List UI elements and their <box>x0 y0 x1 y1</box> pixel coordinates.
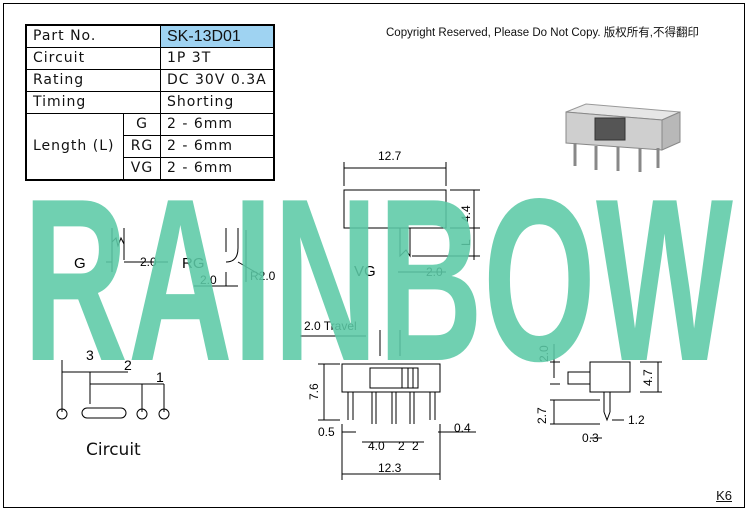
lead-vg-dim: 2.0 <box>426 265 443 279</box>
lead-rg-dim: 2.0 <box>200 273 217 287</box>
length-code: VG <box>123 157 161 181</box>
page-border <box>3 3 745 508</box>
part-no-value: SK-13D01 <box>159 24 275 48</box>
rating-label: Rating <box>25 69 161 92</box>
top-view-drawing <box>343 162 480 273</box>
circuit-row: Circuit 1P 3T <box>25 47 275 70</box>
front-height-dim: 7.6 <box>307 383 321 400</box>
lead-rg-label: RG <box>182 255 205 272</box>
front-view-drawing <box>300 330 476 480</box>
circuit-value: 1P 3T <box>159 47 275 70</box>
lead-vg-label: VG <box>354 263 376 280</box>
length-row-rg: RG 2 - 6mm <box>26 135 275 158</box>
pitch-1-dim: 2 <box>398 439 405 453</box>
length-row-g: Length (L) G 2 - 6mm <box>25 113 275 181</box>
side-pin-thickness-dim: 0.3 <box>582 431 599 445</box>
circuit-pin-1: 1 <box>156 369 164 385</box>
part-no-label: Part No. <box>25 24 161 48</box>
length-label: Length (L) <box>25 113 124 181</box>
travel-dim: 2.0 Travel <box>304 319 357 333</box>
length-value: 2 - 6mm <box>159 113 275 136</box>
spec-table: Part No. SK-13D01 Circuit 1P 3T Rating D… <box>25 24 275 181</box>
top-height-dim: 4.4 <box>459 205 473 222</box>
copyright-notice: Copyright Reserved, Please Do Not Copy. … <box>386 27 699 39</box>
lead-width-dim: 0.4 <box>454 421 471 435</box>
pitch-2-dim: 2 <box>412 439 419 453</box>
length-value: 2 - 6mm <box>159 157 275 181</box>
circuit-pin-2: 2 <box>124 357 132 373</box>
overall-width-dim: 12.3 <box>378 461 402 475</box>
lead-type-g-rg-detail <box>106 228 263 287</box>
circuit-label: Circuit <box>25 47 161 70</box>
rating-row: Rating DC 30V 0.3A <box>25 69 275 92</box>
side-view-drawing <box>550 344 662 439</box>
length-value: 2 - 6mm <box>159 135 275 158</box>
lead-g-label: G <box>74 255 86 272</box>
lead-rg-radius: R2.0 <box>250 269 276 283</box>
part-no-row: Part No. SK-13D01 <box>25 24 275 48</box>
circuit-caption: Circuit <box>86 440 141 460</box>
pitch-outer-dim: 4.0 <box>368 439 385 453</box>
side-body-height-dim: 4.7 <box>641 369 655 386</box>
side-pin-length-dim: 2.7 <box>535 407 549 424</box>
circuit-schematic <box>56 360 170 420</box>
lead-offset-dim: 0.5 <box>318 425 335 439</box>
circuit-pin-3: 3 <box>86 347 94 363</box>
product-photo <box>565 103 681 172</box>
side-pin-width-dim: 1.2 <box>628 413 645 427</box>
length-row-vg: VG 2 - 6mm <box>26 157 275 181</box>
side-knob-height-dim: 2.0 <box>537 345 551 362</box>
timing-label: Timing <box>25 91 161 114</box>
rainbow-watermark: RAINBOW <box>23 151 733 372</box>
lead-g-dim: 2.0 <box>140 255 157 269</box>
rating-value: DC 30V 0.3A <box>159 69 275 92</box>
top-width-dim: 12.7 <box>378 149 402 163</box>
watermark-text: RAINBOW <box>23 151 733 372</box>
top-length-dim: L <box>459 239 473 246</box>
series-code: K6 <box>716 488 732 503</box>
